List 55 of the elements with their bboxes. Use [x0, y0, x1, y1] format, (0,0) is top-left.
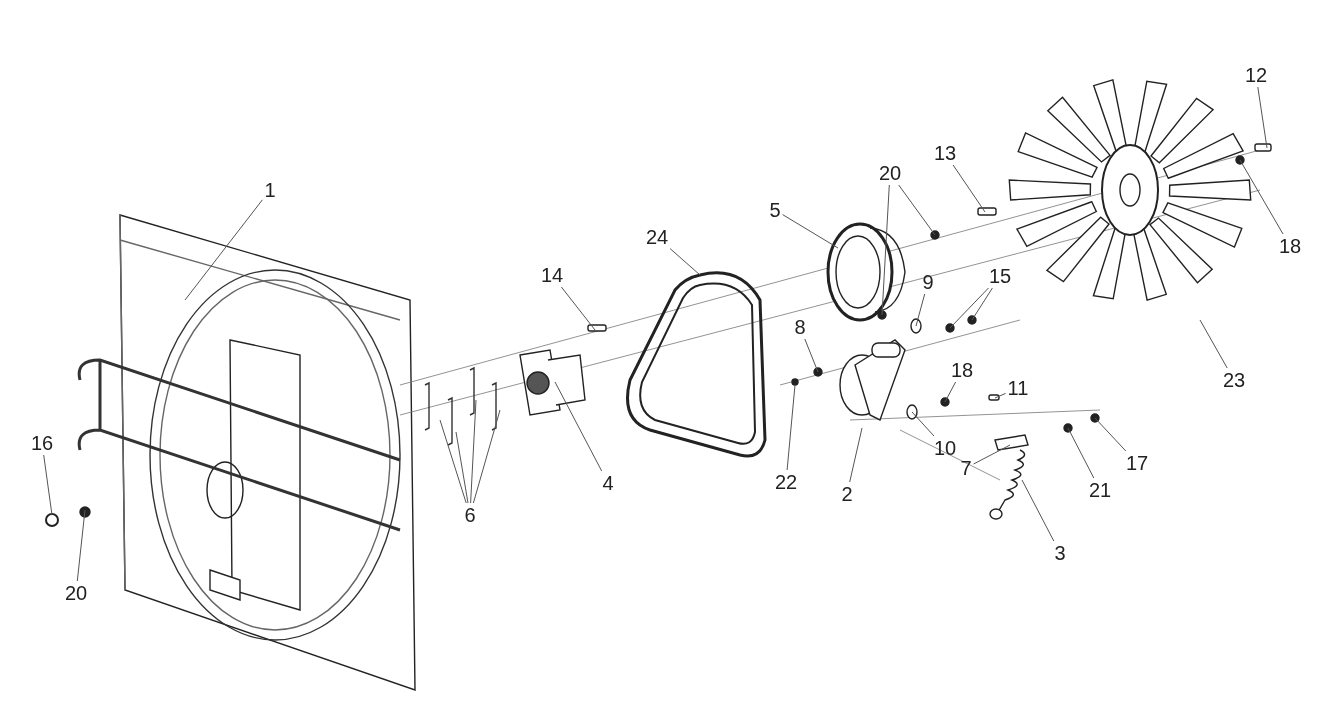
callout-number: 1 — [264, 179, 276, 201]
callout-number: 15 — [988, 265, 1012, 287]
leader-line — [1021, 479, 1055, 542]
callout-number: 3 — [1054, 542, 1066, 564]
callout-number: 23 — [1222, 369, 1246, 391]
leader-line — [898, 184, 936, 236]
callout-number: 18 — [950, 359, 974, 381]
leader-line — [952, 164, 986, 213]
leader-line — [911, 411, 935, 437]
leader-line — [76, 509, 86, 582]
callout-number: 16 — [30, 432, 54, 454]
leader-line — [994, 392, 1007, 399]
callout-number: 9 — [922, 271, 934, 293]
leader-line — [1239, 159, 1284, 235]
leader-line — [1199, 319, 1228, 369]
leader-line — [43, 454, 53, 516]
callout-number: 24 — [645, 226, 669, 248]
callout-number: 10 — [933, 437, 957, 459]
callout-number: 4 — [602, 472, 614, 494]
leader-line — [915, 293, 926, 327]
callout-number: 20 — [878, 162, 902, 184]
leader-line — [1257, 86, 1268, 149]
leader-line — [944, 381, 957, 403]
leader-line — [849, 427, 863, 483]
callout-number: 5 — [769, 199, 781, 221]
leader-line — [804, 338, 819, 373]
leader-line — [472, 409, 501, 504]
leader-line — [455, 431, 469, 504]
leader-line — [973, 444, 1011, 465]
callout-number: 18 — [1278, 235, 1302, 257]
callout-number: 17 — [1125, 452, 1149, 474]
leader-line — [786, 384, 796, 471]
leader-line — [1094, 417, 1127, 452]
callout-number: 6 — [464, 504, 476, 526]
callout-number: 12 — [1244, 64, 1268, 86]
leader-line — [881, 184, 890, 316]
leader-line — [184, 199, 263, 301]
callout-number: 13 — [933, 142, 957, 164]
callout-number: 21 — [1088, 479, 1112, 501]
callout-number: 7 — [960, 457, 972, 479]
callout-number: 20 — [64, 582, 88, 604]
callout-number: 2 — [841, 483, 853, 505]
callout-number: 8 — [794, 316, 806, 338]
leader-line — [1067, 427, 1095, 479]
callout-number: 14 — [540, 264, 564, 286]
leader-line — [669, 248, 701, 276]
leader-line — [971, 287, 993, 321]
leader-line — [439, 419, 467, 504]
leader-line — [554, 381, 603, 472]
callout-number: 22 — [774, 471, 798, 493]
leader-line — [782, 214, 839, 249]
leader-line — [470, 399, 477, 504]
leader-line — [560, 286, 596, 331]
leader-line — [949, 287, 989, 329]
callout-number: 11 — [1007, 377, 1029, 399]
